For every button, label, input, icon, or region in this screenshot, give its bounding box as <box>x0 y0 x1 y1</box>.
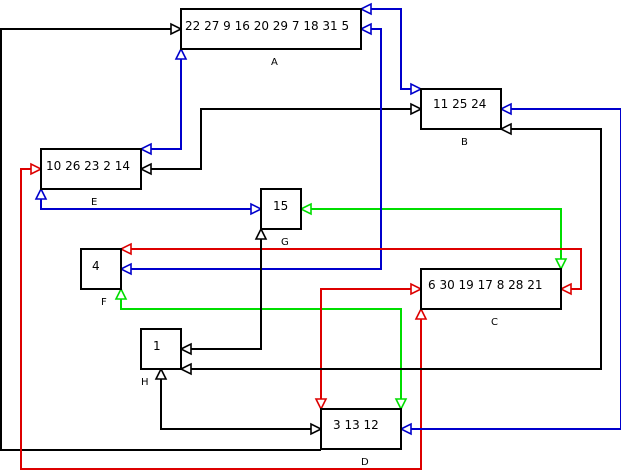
edge-g-c-arrow-start <box>299 202 312 216</box>
edge-e-b-line <box>141 108 421 170</box>
edge-f-a <box>119 22 382 276</box>
edge-e-b-arrow-start <box>139 162 152 176</box>
edge-a-b <box>359 2 423 96</box>
node-f-box <box>80 248 122 290</box>
node-f-label: F <box>101 297 107 308</box>
edge-g-c-line <box>301 208 562 269</box>
edge-a-e-line <box>141 49 182 150</box>
edge-f-c-arrow-start <box>119 242 132 256</box>
edge-d-a-arrow-end <box>170 22 183 36</box>
edge-d-a-line <box>0 28 321 451</box>
node-a: 22 27 9 16 20 29 7 18 31 5 A <box>180 8 362 68</box>
node-a-values: 22 27 9 16 20 29 7 18 31 5 <box>185 19 349 33</box>
edge-g-c <box>299 202 568 271</box>
node-e: 10 26 23 2 14 E <box>40 148 142 208</box>
edge-f-a-arrow-start <box>119 262 132 276</box>
node-d: 3 13 12 D <box>320 408 402 468</box>
edge-h-g-arrow-end <box>254 227 268 240</box>
node-h: 1 H <box>140 328 182 388</box>
edge-h-g <box>179 227 268 356</box>
node-h-label: H <box>141 377 149 388</box>
edge-f-c <box>119 242 582 296</box>
node-d-values: 3 13 12 <box>333 418 379 432</box>
edge-e-g <box>34 187 263 216</box>
edge-d-b-arrow-start <box>399 422 412 436</box>
node-e-values: 10 26 23 2 14 <box>46 159 130 173</box>
edge-d-b <box>399 102 621 436</box>
edge-h-g-line <box>181 229 262 350</box>
edge-e-b-arrow-end <box>410 102 423 116</box>
edge-h-b <box>179 122 602 376</box>
node-b-label: B <box>461 137 468 148</box>
edge-c-d-line <box>320 288 421 409</box>
edge-f-c-arrow-end <box>559 282 572 296</box>
edge-h-b-arrow-start <box>179 362 192 376</box>
edge-e-g-arrow-start <box>34 187 48 200</box>
edge-e-g-line <box>40 189 261 210</box>
edge-h-g-arrow-start <box>179 342 192 356</box>
edge-h-d-line <box>160 369 321 430</box>
edge-d-b-arrow-end <box>499 102 512 116</box>
edge-h-d-arrow-end <box>310 422 323 436</box>
node-g-box <box>260 188 302 230</box>
edge-f-d-arrow-start <box>114 287 128 300</box>
node-e-box <box>40 148 142 190</box>
node-f-values: 4 <box>92 259 100 273</box>
edge-c-d-arrow-start <box>410 282 423 296</box>
edge-h-b-line <box>181 128 602 370</box>
node-a-label: A <box>271 57 278 68</box>
edge-h-d-arrow-start <box>154 367 168 380</box>
node-b-values: 11 25 24 <box>433 97 486 111</box>
edge-e-g-arrow-end <box>250 202 263 216</box>
node-c: 6 30 19 17 8 28 21 C <box>420 268 562 328</box>
node-g-values: 15 <box>273 199 288 213</box>
edge-a-e-arrow-start <box>174 47 188 60</box>
edge-e-b <box>139 102 423 176</box>
edge-c-d <box>314 282 423 411</box>
node-g-label: G <box>281 237 289 248</box>
node-d-label: D <box>361 457 369 468</box>
node-h-box <box>140 328 182 370</box>
edge-d-b-line <box>401 108 621 430</box>
node-c-label: C <box>491 317 498 328</box>
node-c-box <box>420 268 562 310</box>
edge-e-c-line <box>20 168 422 470</box>
edge-c-d-arrow-end <box>314 398 328 411</box>
node-f: 4 F <box>80 248 122 308</box>
node-d-box <box>320 408 402 450</box>
edge-e-c-arrow-start <box>30 162 43 176</box>
node-a-box <box>180 8 362 50</box>
edge-f-a-arrow-end <box>359 22 372 36</box>
node-h-values: 1 <box>153 339 161 353</box>
node-b: 11 25 24 B <box>420 88 502 148</box>
edge-h-b-arrow-end <box>499 122 512 136</box>
edge-f-d-arrow-end <box>394 398 408 411</box>
node-c-values: 6 30 19 17 8 28 21 <box>428 278 543 292</box>
edge-e-c <box>20 162 428 470</box>
node-g: 15 G <box>260 188 302 248</box>
edge-a-e-arrow-end <box>139 142 152 156</box>
edge-d-a <box>0 22 321 451</box>
node-b-box <box>420 88 502 130</box>
edge-a-b-arrow-end <box>410 82 423 96</box>
node-e-label: E <box>91 197 97 208</box>
edge-g-c-arrow-end <box>554 258 568 271</box>
edge-h-d <box>154 367 323 436</box>
edge-a-e <box>139 47 188 156</box>
edge-a-b-line <box>361 8 421 90</box>
edge-a-b-arrow-start <box>359 2 372 16</box>
edge-e-c-arrow-end <box>414 307 428 320</box>
